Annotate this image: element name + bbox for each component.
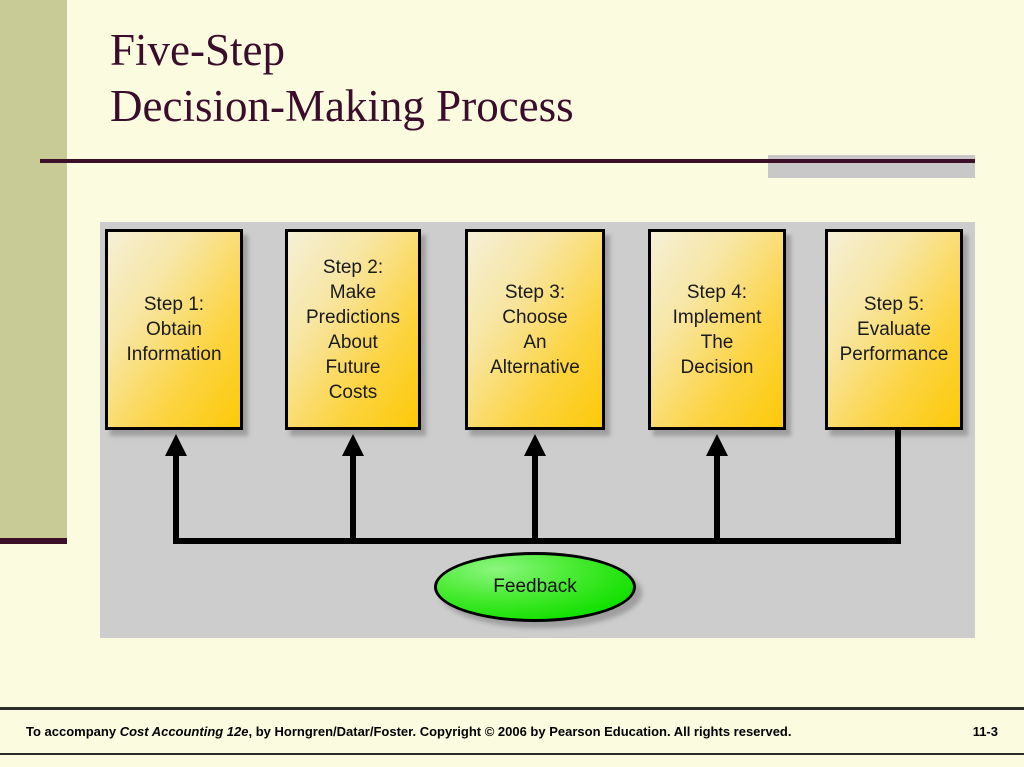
title-divider-rule — [40, 159, 975, 163]
feedback-riser-step-3 — [532, 455, 538, 540]
footer-prefix: To accompany — [26, 724, 120, 739]
footer-page-number: 11-3 — [972, 724, 998, 739]
step-box-1[interactable]: Step 1: Obtain Information — [105, 229, 243, 430]
footer-attribution: To accompany Cost Accounting 12e, by Hor… — [26, 724, 791, 739]
step-box-1-label: Step 1: Obtain Information — [126, 294, 222, 365]
left-band-bottom-rule — [0, 538, 67, 544]
step-box-3[interactable]: Step 3: Choose An Alternative — [465, 229, 605, 430]
feedback-descender-step-5 — [895, 428, 901, 544]
step-box-2-label: Step 2: Make Predictions About Future Co… — [306, 256, 400, 403]
step-box-2[interactable]: Step 2: Make Predictions About Future Co… — [285, 229, 421, 430]
step-box-5[interactable]: Step 5: Evaluate Performance — [825, 229, 963, 430]
arrow-head-step-3-icon — [524, 434, 546, 456]
feedback-riser-step-1 — [173, 455, 179, 540]
arrow-head-step-4-icon — [706, 434, 728, 456]
footer-book-title: Cost Accounting 12e — [119, 724, 249, 739]
step-box-4-label: Step 4: Implement The Decision — [672, 281, 762, 378]
step-box-4[interactable]: Step 4: Implement The Decision — [648, 229, 786, 430]
footer: To accompany Cost Accounting 12e, by Hor… — [0, 710, 1024, 753]
title-line-2: Decision-Making Process — [110, 81, 574, 131]
footer-top-rule — [0, 707, 1024, 710]
feedback-horizontal-spine — [173, 538, 901, 544]
step-box-5-label: Step 5: Evaluate Performance — [839, 294, 949, 365]
footer-suffix: , by Horngren/Datar/Foster. Copyright © … — [248, 724, 792, 739]
feedback-node[interactable]: Feedback — [434, 552, 636, 622]
page-title: Five-Step Decision-Making Process — [110, 22, 970, 134]
feedback-label: Feedback — [493, 576, 577, 597]
title-line-1: Five-Step — [110, 25, 285, 75]
arrow-head-step-2-icon — [342, 434, 364, 456]
step-box-3-label: Step 3: Choose An Alternative — [490, 281, 580, 378]
feedback-riser-step-2 — [350, 455, 356, 540]
arrow-head-step-1-icon — [165, 434, 187, 456]
left-decorative-band — [0, 0, 67, 543]
feedback-riser-step-4 — [714, 455, 720, 540]
footer-bottom-rule — [0, 753, 1024, 755]
